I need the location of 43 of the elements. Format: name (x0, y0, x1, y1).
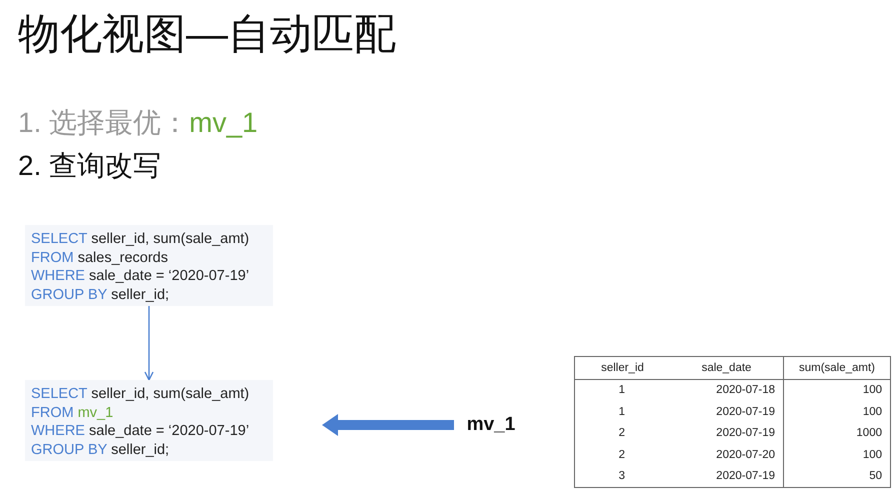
arrow (322, 414, 454, 436)
table-name: mv_1 (462, 411, 520, 439)
list-item: 2. 查询改写 (18, 149, 162, 183)
table-cell: 100 (784, 444, 890, 466)
table-cell: 100 (784, 401, 890, 422)
sql-keyword: FROM (31, 404, 74, 420)
sql-keyword: WHERE (31, 268, 85, 284)
highlight-text: mv_1 (189, 107, 258, 138)
sql-keyword: GROUP BY (31, 442, 108, 458)
code-block (25, 225, 273, 306)
sql-keyword: FROM (31, 250, 74, 266)
table-cell: 1 (574, 401, 670, 422)
sql-text: sales_records (78, 250, 168, 266)
code-block (25, 380, 273, 461)
table-cell: 2 (574, 422, 670, 444)
table-cell: 1000 (784, 422, 890, 444)
sql-text: seller_id, sum(sale_amt) (91, 231, 250, 247)
table-cell: 2020-07-19 (670, 422, 784, 444)
table-cell: 2020-07-18 (670, 379, 784, 401)
sql-keyword: WHERE (31, 423, 85, 439)
sql-text: seller_id; (111, 286, 170, 302)
sql-text: seller_id, sum(sale_amt) (91, 386, 250, 402)
table-cell: 50 (784, 466, 890, 488)
table-cell: 100 (784, 379, 890, 401)
sql-text: sale_date = ‘2020-07-19’ (89, 423, 250, 439)
header-cell: sum(sale_amt) (784, 356, 890, 379)
title: 物化视图—自动匹配 (18, 9, 396, 59)
header-cell: sale_date (670, 356, 784, 379)
sql-keyword: SELECT (31, 386, 88, 402)
list-item: 1. 选择最优： (18, 107, 190, 138)
table-cell: 2020-07-19 (670, 401, 784, 422)
sql-text: sale_date = ‘2020-07-19’ (89, 268, 250, 284)
table-cell: 1 (574, 379, 670, 401)
header-cell: seller_id (574, 356, 670, 379)
table-cell: 3 (574, 466, 670, 488)
sql-text: mv_1 (78, 404, 114, 420)
sql-text: seller_id; (111, 442, 170, 458)
arrow (144, 306, 154, 381)
table-cell: 2020-07-19 (670, 466, 784, 488)
table-cell: 2020-07-20 (670, 444, 784, 466)
sql-keyword: GROUP BY (31, 286, 108, 302)
table-cell: 2 (574, 444, 670, 466)
sql-keyword: SELECT (31, 231, 88, 247)
